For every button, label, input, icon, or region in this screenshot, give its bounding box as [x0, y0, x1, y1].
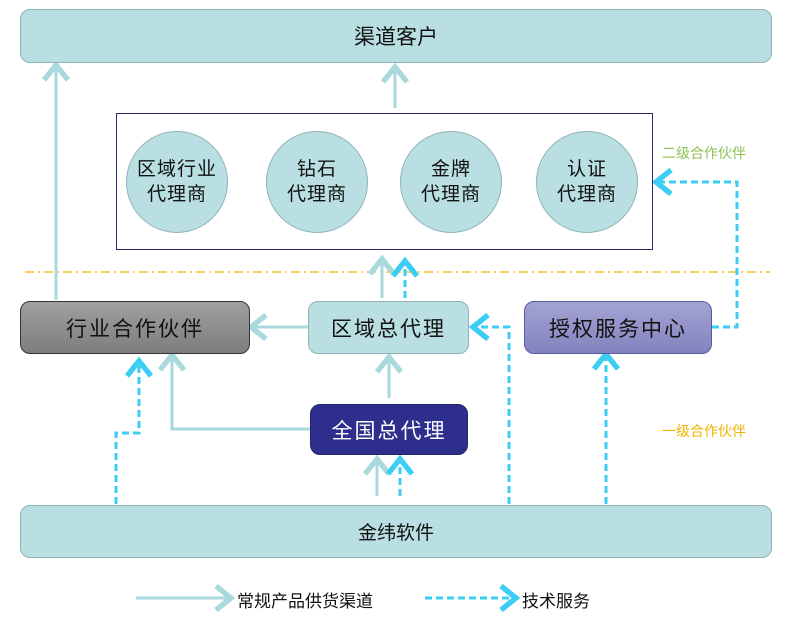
- legend-supply-label: 常规产品供货渠道: [237, 592, 373, 612]
- second-tier-group: [116, 113, 653, 250]
- first-tier-label: 一级合作伙伴: [662, 424, 746, 440]
- node-label: 授权服务中心: [549, 316, 687, 341]
- agent-label-line2: 代理商: [146, 183, 207, 205]
- agent-label-line1: 区域行业: [136, 158, 217, 180]
- agent-diamond: 钻石 代理商: [266, 131, 368, 233]
- agent-label-line1: 金牌: [430, 158, 471, 180]
- agent-label-line1: 认证: [566, 158, 607, 180]
- service-jinwei-to-industry: [114, 356, 154, 504]
- node-jinwei-software: 金纬软件: [20, 505, 772, 558]
- second-tier-label: 二级合作伙伴: [662, 146, 746, 162]
- service-jinwei-to-regional: [468, 312, 511, 504]
- agent-label-line1: 钻石: [296, 158, 337, 180]
- node-label: 渠道客户: [354, 25, 438, 49]
- agent-certified: 认证 代理商: [536, 131, 638, 233]
- node-label: 全国总代理: [331, 418, 447, 443]
- agent-label-line2: 代理商: [286, 183, 347, 205]
- legend-service-label: 技术服务: [522, 592, 590, 612]
- node-label: 区域总代理: [331, 316, 446, 341]
- agent-label-line2: 代理商: [556, 183, 617, 205]
- node-authorized-service-center: 授权服务中心: [524, 301, 712, 354]
- node-industry-partner: 行业合作伙伴: [20, 301, 250, 354]
- node-channel-customers: 渠道客户: [20, 9, 772, 63]
- node-label: 行业合作伙伴: [66, 316, 204, 341]
- node-label: 金纬软件: [357, 522, 434, 544]
- node-regional-agent: 区域总代理: [308, 301, 469, 354]
- agent-gold: 金牌 代理商: [400, 131, 502, 233]
- supply-national-to-industry: [157, 350, 310, 431]
- node-national-agent: 全国总代理: [310, 404, 468, 455]
- agent-regional-industry: 区域行业 代理商: [126, 131, 228, 233]
- agent-label-line2: 代理商: [420, 183, 481, 205]
- service-center-to-tier2: [651, 167, 739, 329]
